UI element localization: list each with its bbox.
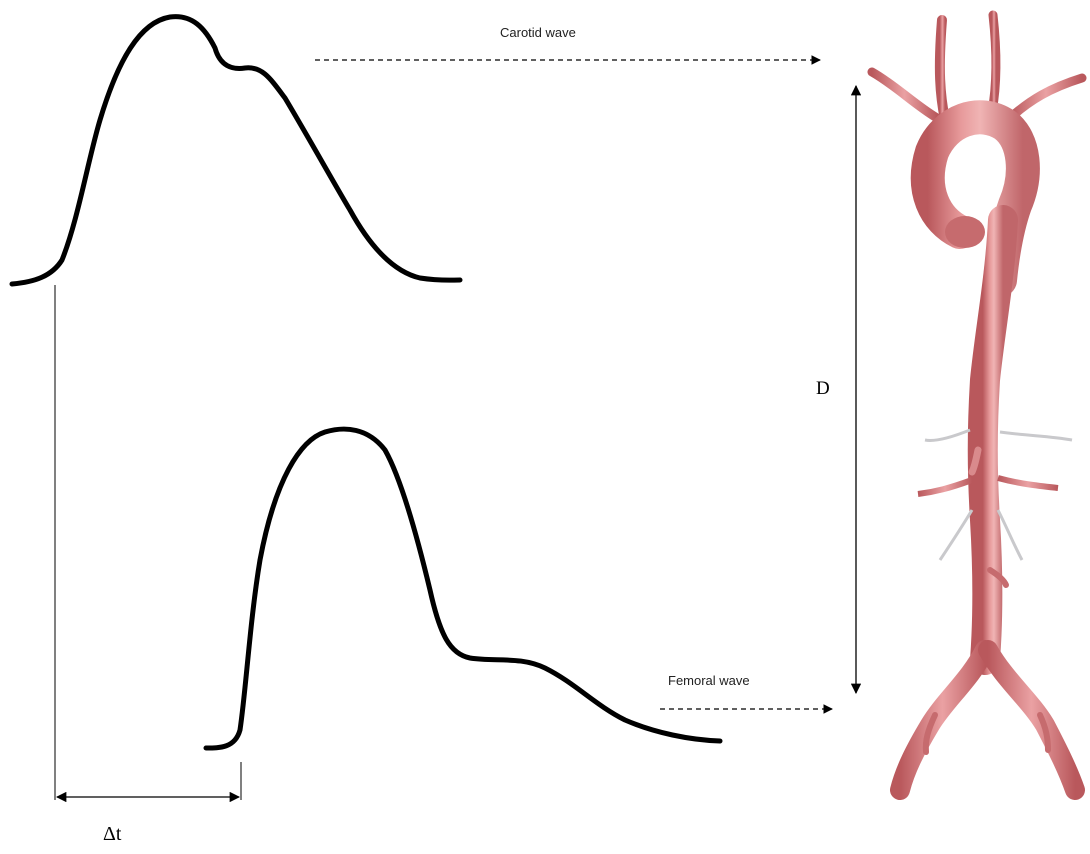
aorta-icon <box>872 15 1082 790</box>
femoral-wave-label: Femoral wave <box>668 673 750 688</box>
delta-t-label: Δt <box>103 823 122 845</box>
distance-label: D <box>816 378 830 399</box>
carotid-waveform <box>12 17 460 284</box>
carotid-wave-label: Carotid wave <box>500 25 576 40</box>
femoral-waveform <box>206 429 720 748</box>
